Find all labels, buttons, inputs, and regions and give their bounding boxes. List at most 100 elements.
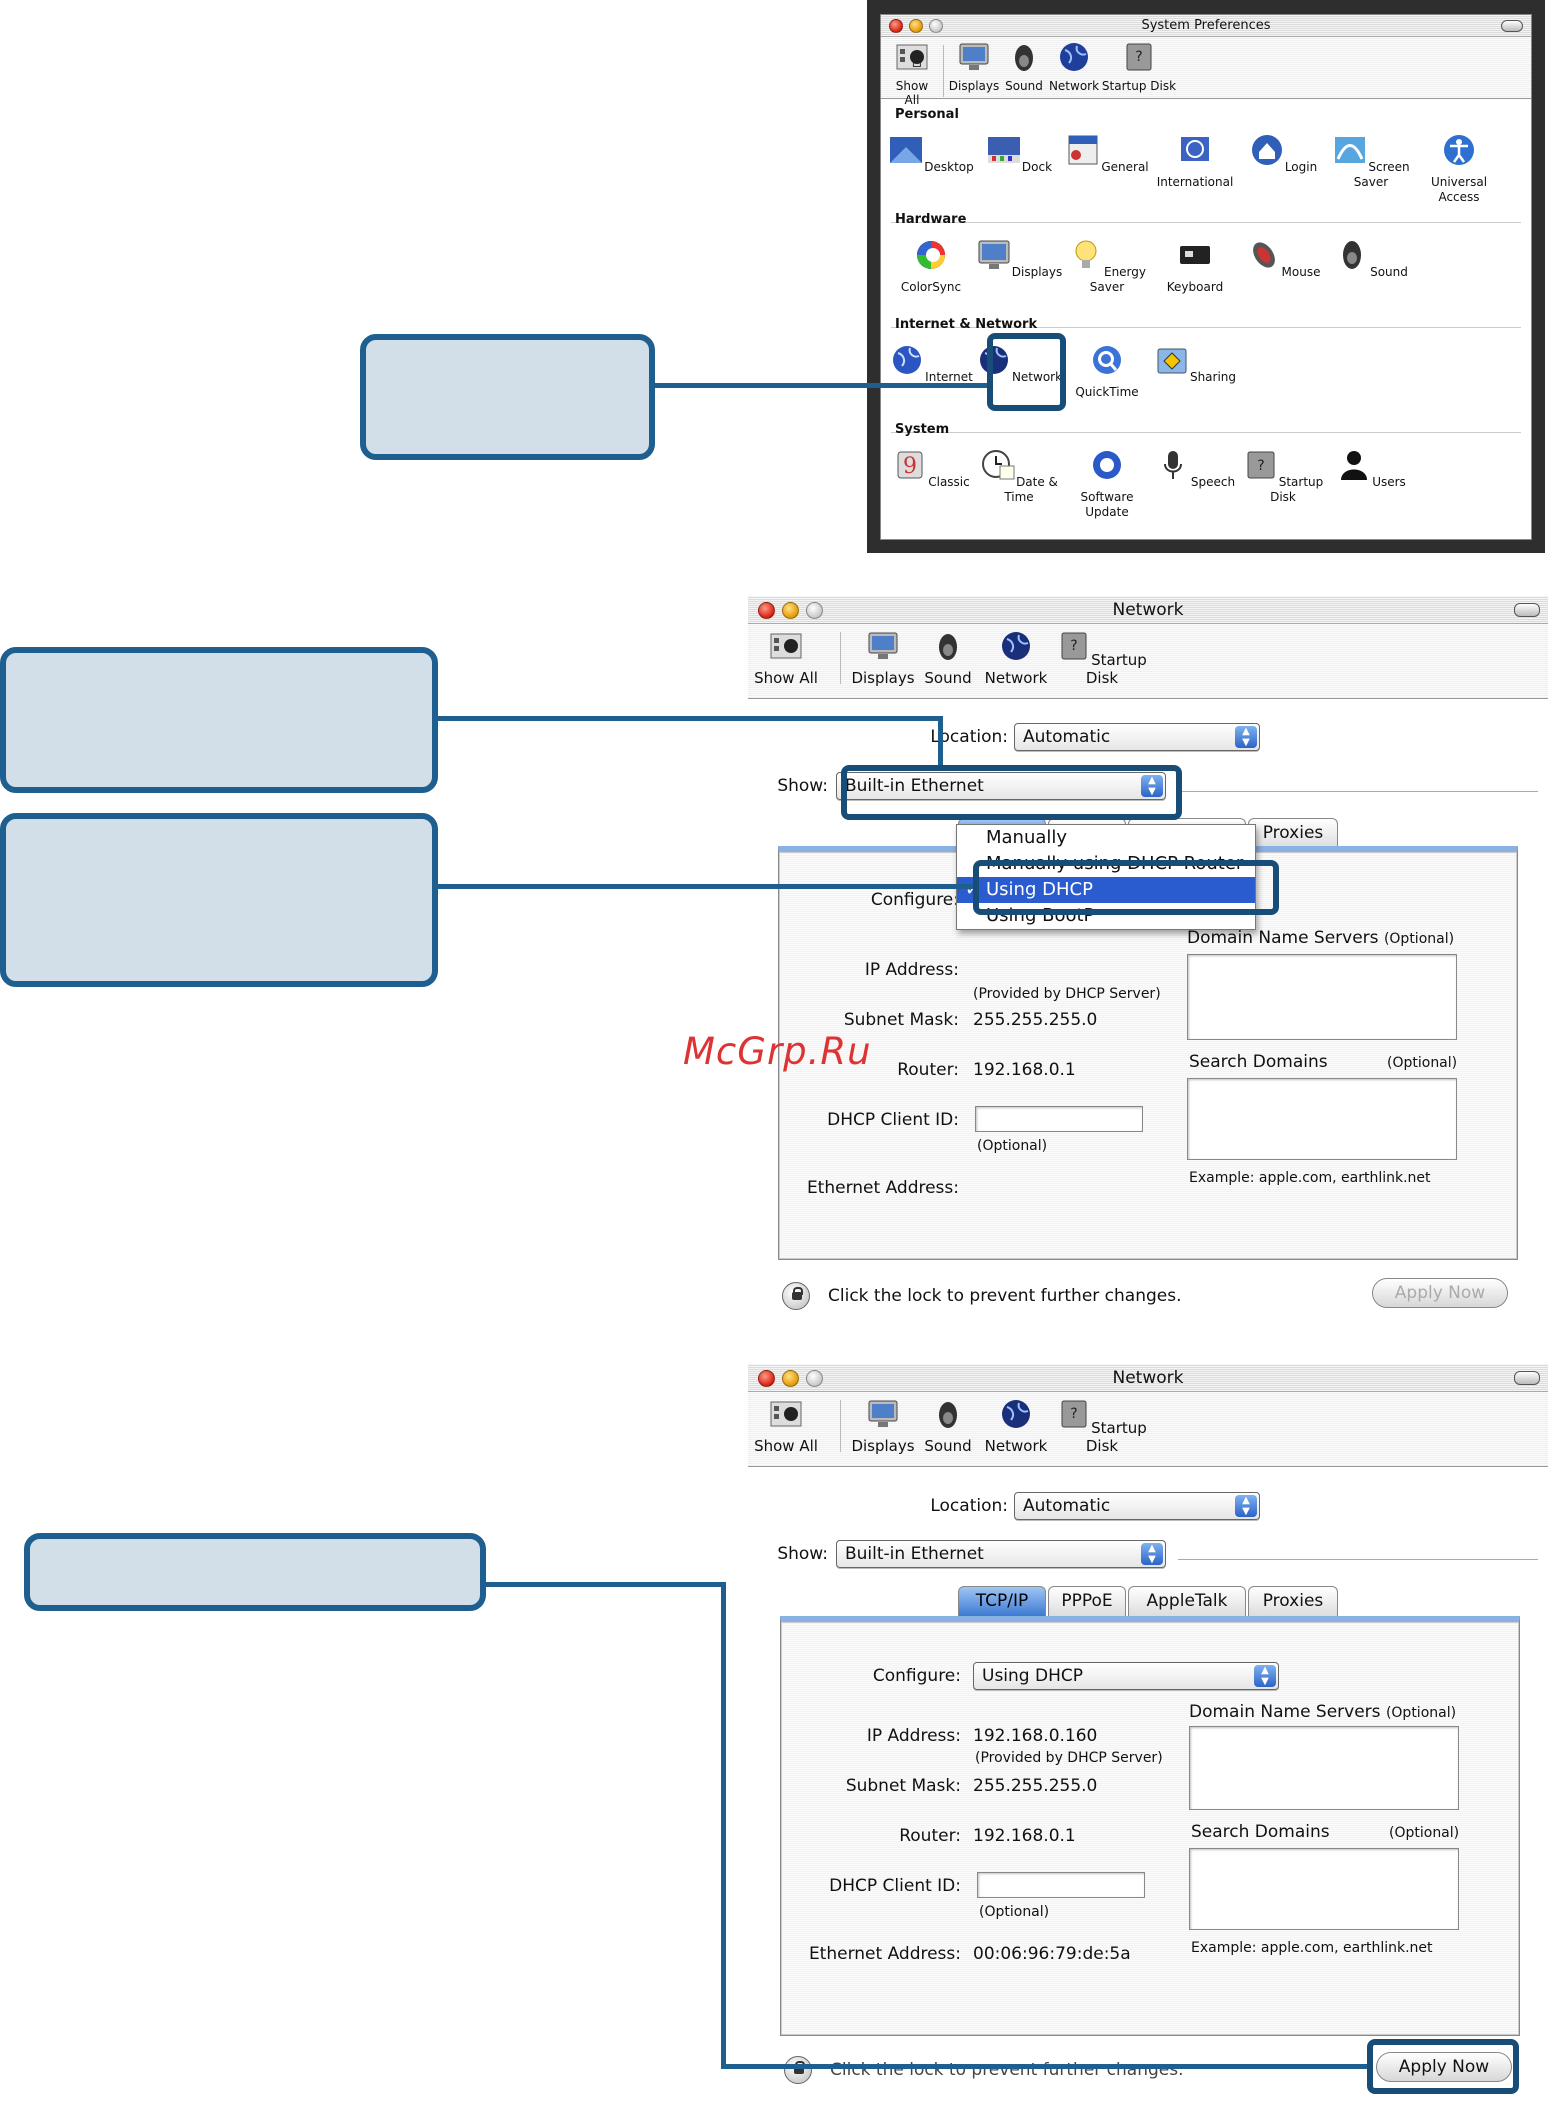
configure-label: Configure: [870, 890, 959, 910]
search-domains-box[interactable] [1189, 1848, 1459, 1930]
ethernet-address-label: Ethernet Address: [806, 1178, 959, 1198]
zoom-button[interactable] [806, 1370, 823, 1387]
zoom-button[interactable] [806, 602, 823, 619]
pref-screen-saver[interactable]: Screen Saver [1327, 133, 1415, 190]
apply-now-button[interactable]: Apply Now [1376, 2052, 1512, 2082]
close-button[interactable] [758, 1370, 775, 1387]
toolbar-show-all[interactable]: Show All [754, 1398, 818, 1455]
toolbar-sound[interactable]: Sound [918, 1398, 978, 1455]
search-domains-box[interactable] [1187, 1078, 1457, 1160]
lock-icon[interactable] [784, 2056, 812, 2084]
pref-internet[interactable]: Internet [887, 343, 975, 385]
subnet-mask-label: Subnet Mask: [845, 1776, 961, 1796]
pref-login[interactable]: Login [1239, 133, 1327, 175]
pref-mouse[interactable]: Mouse [1239, 238, 1327, 280]
highlight-show-popup [841, 765, 1182, 820]
toolbar-sound[interactable]: Sound [918, 630, 978, 687]
toolbar-startup-disk[interactable]: ?Startup Disk [1054, 630, 1150, 687]
apply-now-button[interactable]: Apply Now [1372, 1278, 1508, 1308]
network-title-bar: Network [748, 1364, 1548, 1392]
toolbar-displays[interactable]: Displays [848, 630, 918, 687]
pref-colorsync[interactable]: ColorSync [887, 238, 975, 295]
show-popup[interactable]: Built-in Ethernet▲▼ [836, 772, 1166, 800]
tcpip-panel: Configure: Using DHCP▲▼ IP Address: 192.… [780, 1616, 1520, 2036]
toolbar-network[interactable]: Network [1047, 41, 1101, 93]
dhcp-client-id-input[interactable] [975, 1106, 1143, 1132]
minimize-button[interactable] [782, 602, 799, 619]
toolbar-sound[interactable]: Sound [1001, 41, 1047, 93]
close-button[interactable] [758, 602, 775, 619]
toolbar-toggle-button[interactable] [1514, 1371, 1540, 1385]
highlight-network-icon [987, 333, 1066, 411]
displays-icon [978, 240, 1010, 269]
dns-servers-box[interactable] [1187, 954, 1457, 1040]
pref-displays[interactable]: Displays [975, 238, 1063, 280]
pref-startup-disk[interactable]: ?Startup Disk [1239, 448, 1327, 505]
highlight-apply-now [1367, 2039, 1519, 2094]
popup-arrows-icon: ▲▼ [1235, 1495, 1257, 1517]
pref-software-update[interactable]: Software Update [1063, 448, 1151, 520]
toolbar-displays[interactable]: Displays [947, 41, 1001, 93]
window-title: Network [1112, 1368, 1184, 1388]
general-icon [1068, 135, 1098, 165]
pref-dock[interactable]: Dock [975, 133, 1063, 175]
pref-international[interactable]: International [1151, 133, 1239, 190]
pref-universal-access[interactable]: Universal Access [1415, 133, 1503, 205]
pref-quicktime[interactable]: QuickTime [1063, 343, 1151, 400]
dhcp-client-id-label: DHCP Client ID: [827, 1110, 959, 1130]
router-value: 192.168.0.1 [973, 1060, 1076, 1080]
configure-popup[interactable]: Using DHCP▲▼ [973, 1662, 1279, 1690]
pref-sound[interactable]: Sound [1327, 238, 1415, 280]
pref-sharing[interactable]: Sharing [1151, 343, 1239, 385]
section-internet-network: Internet & Network [895, 317, 1038, 332]
displays-icon [868, 1400, 898, 1427]
pref-date-time[interactable]: Date & Time [975, 448, 1063, 505]
callout-line-3 [438, 884, 978, 889]
pref-keyboard[interactable]: Keyboard [1151, 238, 1239, 295]
toolbar-show-all[interactable]:  Show All [887, 41, 937, 107]
tab-pppoe[interactable]: PPPoE [1048, 1586, 1126, 1616]
lock-icon[interactable] [782, 1282, 810, 1310]
dhcp-client-id-input[interactable] [977, 1872, 1145, 1898]
network-window-1: Network Show All Displays Sound Network … [748, 596, 1548, 1331]
dns-servers-box[interactable] [1189, 1726, 1459, 1810]
toolbar-displays[interactable]: Displays [848, 1398, 918, 1455]
show-popup[interactable]: Built-in Ethernet▲▼ [836, 1540, 1166, 1568]
sharing-folder-icon [1157, 348, 1187, 374]
pref-users[interactable]: Users [1327, 448, 1415, 490]
toolbar-startup-disk[interactable]: ? Startup Disk [1101, 41, 1177, 93]
toolbar-toggle-button[interactable] [1514, 603, 1540, 617]
popup-arrows-icon: ▲▼ [1254, 1665, 1276, 1687]
desktop-icon [890, 137, 923, 163]
pref-speech[interactable]: Speech [1151, 448, 1239, 490]
system-preferences-window: System Preferences  Show All Displays S… [867, 0, 1545, 553]
toolbar-network[interactable]: Network [978, 1398, 1054, 1455]
pref-energy-saver[interactable]: Energy Saver [1063, 238, 1151, 295]
tab-tcpip[interactable]: TCP/IP [958, 1586, 1046, 1616]
router-label: Router: [897, 1060, 959, 1080]
toolbar-network[interactable]: Network [978, 630, 1054, 687]
location-popup[interactable]: Automatic▲▼ [1014, 723, 1260, 751]
tab-proxies[interactable]: Proxies [1248, 818, 1338, 848]
zoom-button[interactable] [929, 19, 943, 33]
router-value: 192.168.0.1 [973, 1826, 1076, 1846]
tab-appletalk[interactable]: AppleTalk [1128, 1586, 1246, 1616]
sp-title-bar: System Preferences [881, 15, 1531, 37]
globe-icon [1060, 43, 1088, 71]
toolbar-toggle-button[interactable] [1501, 20, 1523, 32]
toolbar-show-all[interactable]: Show All [754, 630, 818, 687]
close-button[interactable] [889, 19, 903, 33]
pref-desktop[interactable]: Desktop [887, 133, 975, 175]
colorsync-icon [917, 241, 945, 269]
minimize-button[interactable] [909, 19, 923, 33]
menu-item-using-dhcp[interactable]: ✓Using DHCP [957, 877, 1255, 903]
search-domains-label: Search Domains [1189, 1052, 1328, 1072]
menu-item-manually[interactable]: Manually [986, 827, 1068, 848]
toolbar-startup-disk[interactable]: ?Startup Disk [1054, 1398, 1150, 1455]
minimize-button[interactable] [782, 1370, 799, 1387]
pref-general[interactable]: General [1063, 133, 1151, 175]
tab-proxies[interactable]: Proxies [1248, 1586, 1338, 1616]
startup-disk-icon: ? [1247, 451, 1275, 479]
location-popup[interactable]: Automatic▲▼ [1014, 1492, 1260, 1520]
